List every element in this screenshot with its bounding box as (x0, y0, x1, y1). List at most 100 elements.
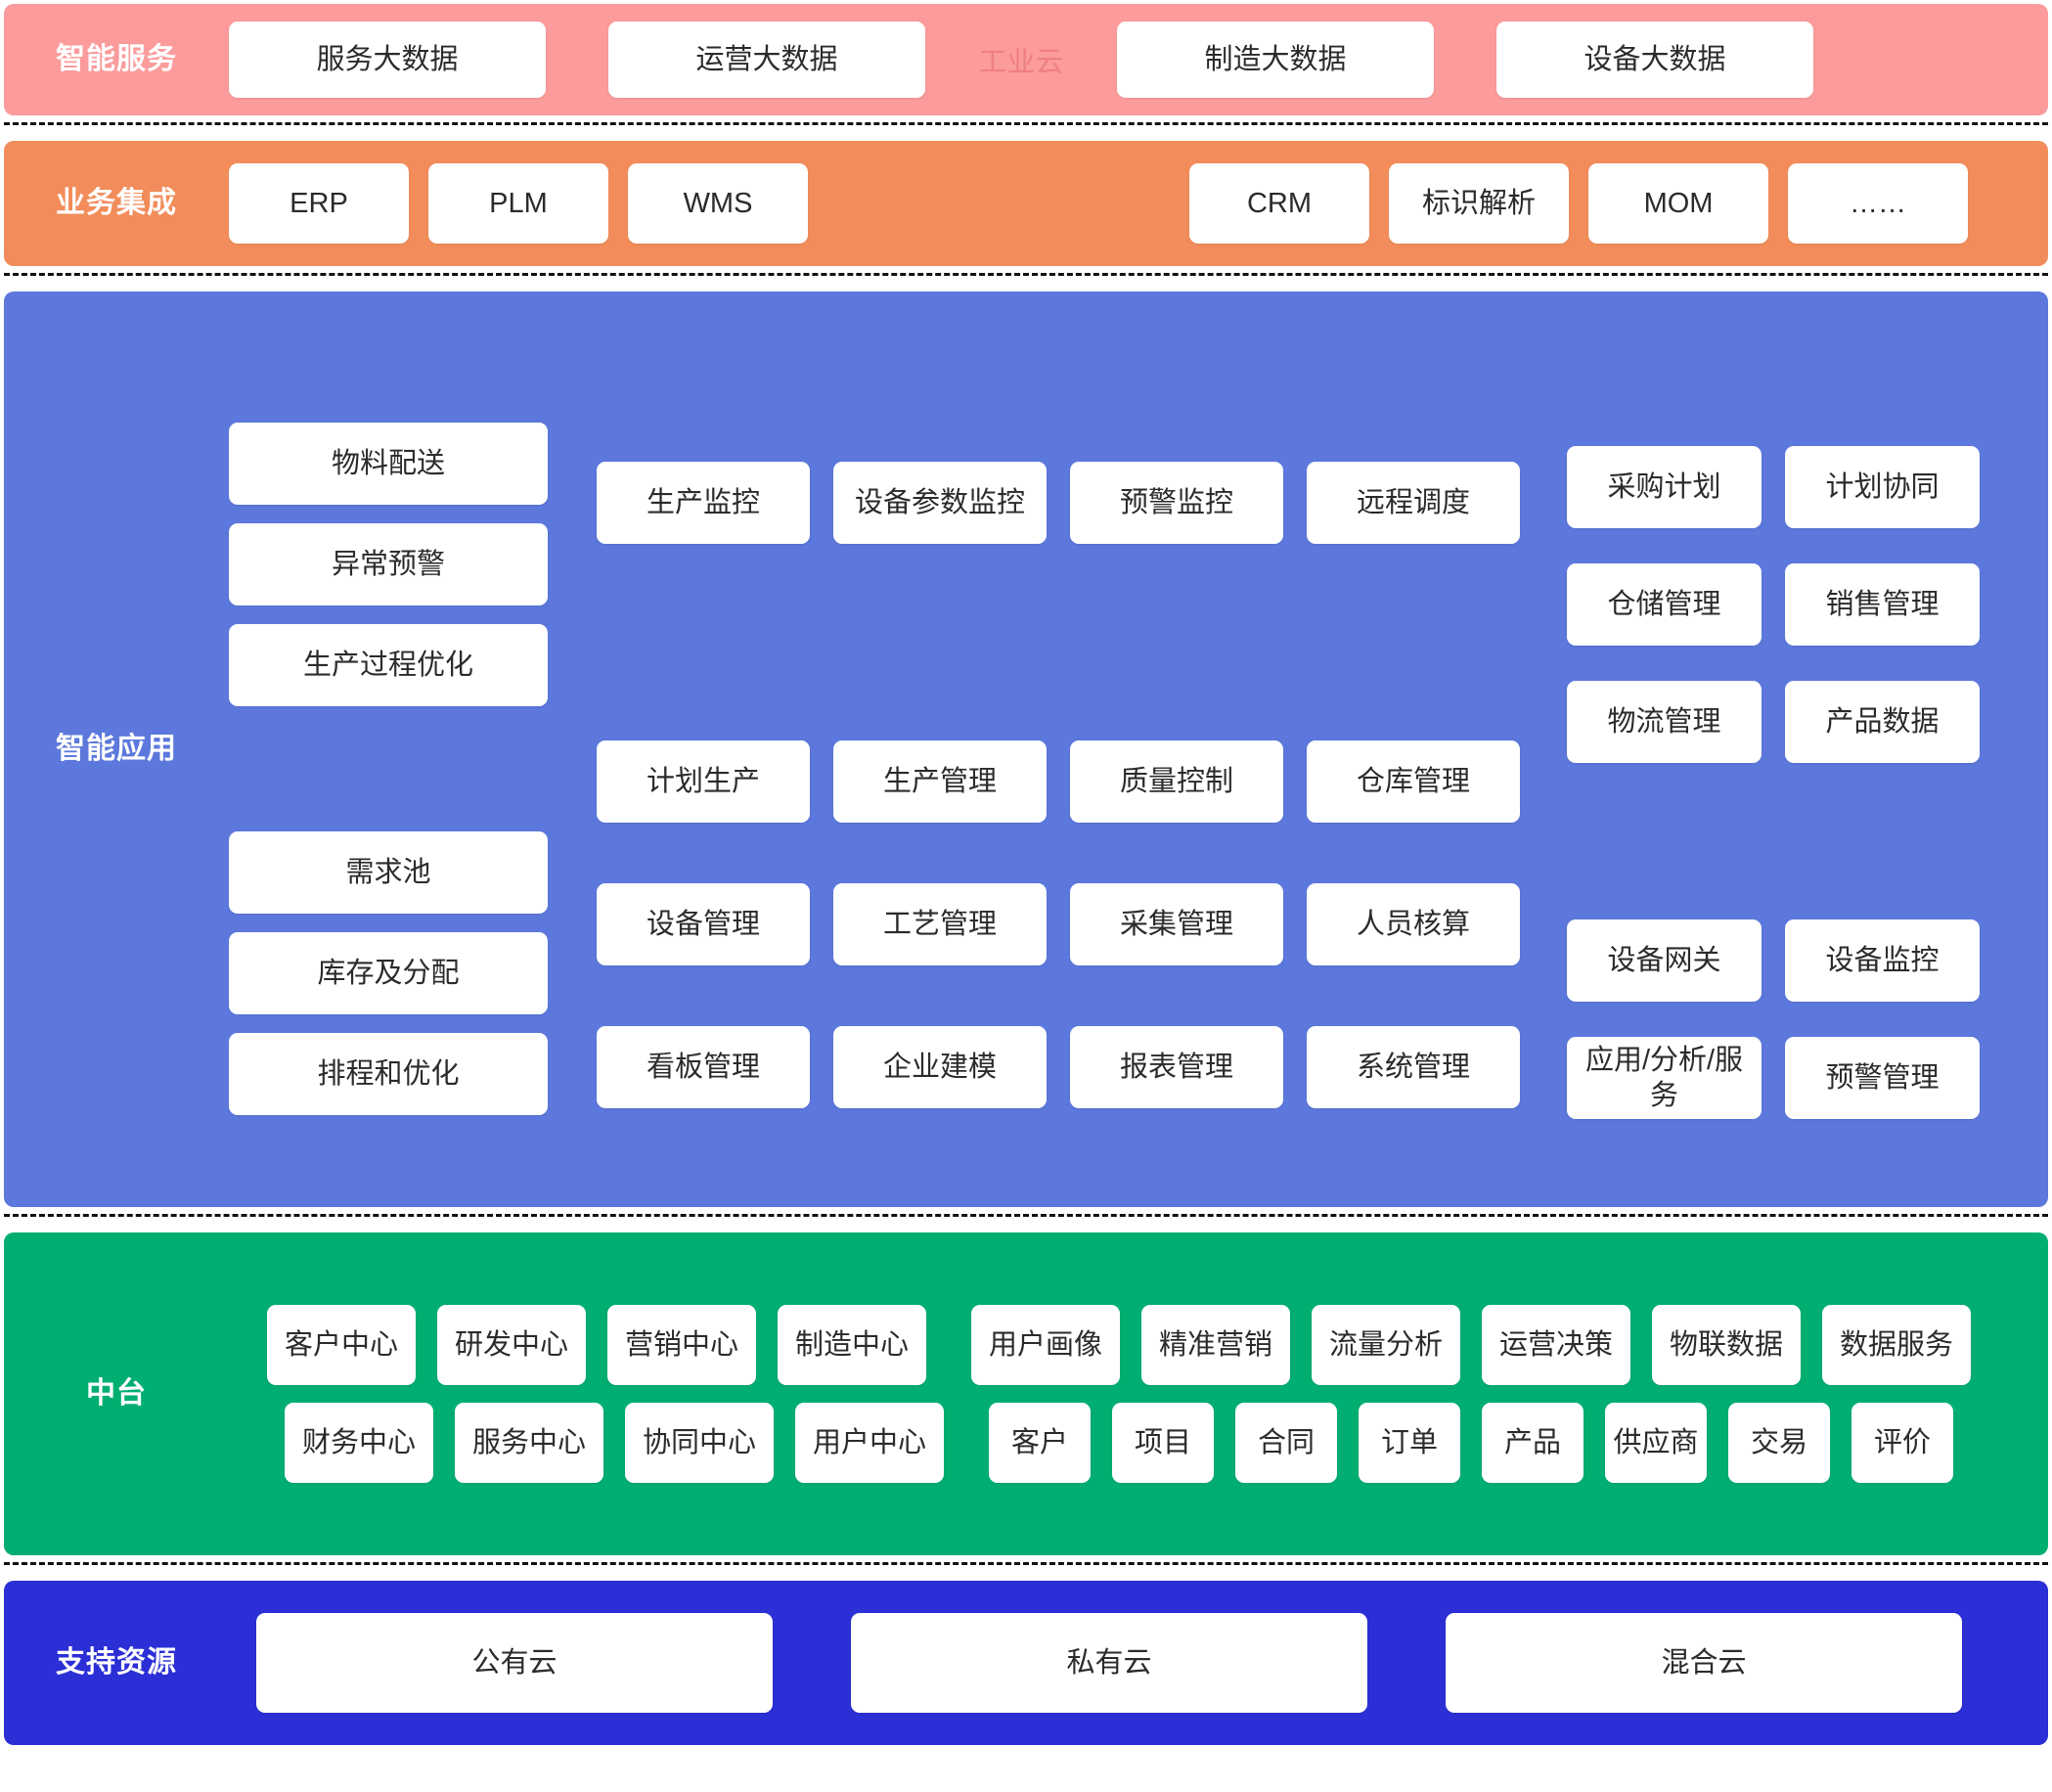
card-warehousing-management[interactable]: 仓储管理 (1567, 563, 1762, 646)
card-planned-production[interactable]: 计划生产 (597, 740, 810, 823)
card-plm[interactable]: PLM (428, 163, 608, 244)
card-production-monitoring[interactable]: 生产监控 (597, 462, 810, 544)
band-body-business-integration: ERP PLM WMS CRM 标识解析 MOM …… (229, 163, 2048, 244)
card-equipment-monitoring[interactable]: 设备监控 (1785, 919, 1980, 1002)
card-finance-center[interactable]: 财务中心 (285, 1403, 433, 1483)
card-report-management[interactable]: 报表管理 (1070, 1026, 1283, 1108)
card-traffic-analysis[interactable]: 流量分析 (1312, 1305, 1460, 1385)
card-entity-product[interactable]: 产品 (1482, 1403, 1584, 1483)
band-body-middle-platform: 客户中心 研发中心 营销中心 制造中心 用户画像 精准营销 流量分析 运营决策 … (229, 1305, 2048, 1483)
spacer (1567, 763, 1980, 919)
card-production-management[interactable]: 生产管理 (833, 740, 1047, 823)
card-production-process-optimization[interactable]: 生产过程优化 (229, 624, 548, 706)
band-label-intelligent-service: 智能服务 (56, 43, 177, 75)
card-product-data[interactable]: 产品数据 (1785, 681, 1980, 763)
middle-platform-row-2: 财务中心 服务中心 协同中心 用户中心 客户 项目 合同 订单 产品 供应商 交… (285, 1403, 1953, 1483)
app-row-equipment: 设备管理 工艺管理 采集管理 人员核算 (597, 883, 1520, 965)
card-service-big-data[interactable]: 服务大数据 (229, 22, 546, 98)
middle-platform-centers-group: 客户中心 研发中心 营销中心 制造中心 (267, 1305, 926, 1385)
card-private-cloud[interactable]: 私有云 (851, 1613, 1367, 1713)
card-alert-monitoring[interactable]: 预警监控 (1070, 462, 1283, 544)
card-plan-collaboration[interactable]: 计划协同 (1785, 446, 1980, 528)
card-entity-customer[interactable]: 客户 (989, 1403, 1091, 1483)
card-entity-contract[interactable]: 合同 (1235, 1403, 1337, 1483)
card-logistics-management[interactable]: 物流管理 (1567, 681, 1762, 763)
card-collaboration-center[interactable]: 协同中心 (625, 1403, 774, 1483)
card-public-cloud[interactable]: 公有云 (256, 1613, 773, 1713)
card-entity-order[interactable]: 订单 (1359, 1403, 1460, 1483)
card-equipment-parameter-monitoring[interactable]: 设备参数监控 (833, 462, 1047, 544)
card-mom[interactable]: MOM (1588, 163, 1768, 244)
spacer (597, 544, 1520, 740)
separator-dashed-4 (4, 1562, 2048, 1574)
card-identity-resolution[interactable]: 标识解析 (1389, 163, 1569, 244)
band-label-middle-platform: 中台 (86, 1377, 147, 1410)
card-entity-project[interactable]: 项目 (1112, 1403, 1214, 1483)
separator-dashed-2 (4, 273, 2048, 285)
card-entity-review[interactable]: 评价 (1851, 1403, 1953, 1483)
app-right-row-5: 应用/分析/服务 预警管理 (1567, 1037, 1980, 1119)
card-manufacturing-big-data[interactable]: 制造大数据 (1117, 22, 1434, 98)
card-user-profile[interactable]: 用户画像 (971, 1305, 1120, 1385)
card-remote-dispatch[interactable]: 远程调度 (1307, 462, 1520, 544)
card-crm[interactable]: CRM (1189, 163, 1369, 244)
card-iot-data[interactable]: 物联数据 (1652, 1305, 1801, 1385)
card-procurement-plan[interactable]: 采购计划 (1567, 446, 1762, 528)
app-column-right: 采购计划 计划协同 仓储管理 销售管理 物流管理 产品数据 设备网关 设备监控 (1520, 303, 1980, 1178)
middle-platform-centers-group-2: 财务中心 服务中心 协同中心 用户中心 (285, 1403, 944, 1483)
spacer (229, 1014, 548, 1033)
app-right-row-2: 仓储管理 销售管理 (1567, 563, 1980, 646)
card-alert-management[interactable]: 预警管理 (1785, 1037, 1980, 1119)
card-operations-decision[interactable]: 运营决策 (1482, 1305, 1630, 1385)
card-service-center[interactable]: 服务中心 (455, 1403, 603, 1483)
card-entity-transaction[interactable]: 交易 (1728, 1403, 1830, 1483)
band-intelligent-application: 智能应用 物料配送 异常预警 生产过程优化 需求池 库存及分配 排程和优化 生产… (4, 291, 2048, 1207)
card-erp[interactable]: ERP (229, 163, 409, 244)
app-row-production: 计划生产 生产管理 质量控制 仓库管理 (597, 740, 1520, 823)
card-demand-pool[interactable]: 需求池 (229, 831, 548, 914)
app-row-kanban: 看板管理 企业建模 报表管理 系统管理 (597, 1026, 1520, 1108)
middle-platform-data-group: 用户画像 精准营销 流量分析 运营决策 物联数据 数据服务 (971, 1305, 1971, 1385)
card-equipment-gateway[interactable]: 设备网关 (1567, 919, 1762, 1002)
card-material-delivery[interactable]: 物料配送 (229, 423, 548, 505)
spacer (597, 965, 1520, 1026)
card-system-management[interactable]: 系统管理 (1307, 1026, 1520, 1108)
card-manufacturing-center[interactable]: 制造中心 (778, 1305, 926, 1385)
card-personnel-accounting[interactable]: 人员核算 (1307, 883, 1520, 965)
card-collection-management[interactable]: 采集管理 (1070, 883, 1283, 965)
card-equipment-big-data[interactable]: 设备大数据 (1496, 22, 1813, 98)
card-hybrid-cloud[interactable]: 混合云 (1446, 1613, 1962, 1713)
card-process-management[interactable]: 工艺管理 (833, 883, 1047, 965)
card-precision-marketing[interactable]: 精准营销 (1141, 1305, 1290, 1385)
card-more[interactable]: …… (1788, 163, 1968, 244)
app-right-row-4: 设备网关 设备监控 (1567, 919, 1980, 1002)
card-application-analysis-service[interactable]: 应用/分析/服务 (1567, 1037, 1762, 1119)
spacer (1567, 1002, 1980, 1037)
card-operations-big-data[interactable]: 运营大数据 (608, 22, 925, 98)
card-equipment-management[interactable]: 设备管理 (597, 883, 810, 965)
card-scheduling-optimization[interactable]: 排程和优化 (229, 1033, 548, 1115)
card-rnd-center[interactable]: 研发中心 (437, 1305, 586, 1385)
card-inventory-allocation[interactable]: 库存及分配 (229, 932, 548, 1014)
app-right-row-3: 物流管理 产品数据 (1567, 681, 1980, 763)
card-customer-center[interactable]: 客户中心 (267, 1305, 416, 1385)
card-marketing-center[interactable]: 营销中心 (607, 1305, 756, 1385)
card-quality-control[interactable]: 质量控制 (1070, 740, 1283, 823)
spacer (229, 605, 548, 624)
app-row-monitoring: 生产监控 设备参数监控 预警监控 远程调度 (597, 462, 1520, 544)
card-exception-alert[interactable]: 异常预警 (229, 523, 548, 605)
card-warehouse-management[interactable]: 仓库管理 (1307, 740, 1520, 823)
separator-dashed-3 (4, 1214, 2048, 1226)
card-sales-management[interactable]: 销售管理 (1785, 563, 1980, 646)
card-kanban-management[interactable]: 看板管理 (597, 1026, 810, 1108)
card-enterprise-modeling[interactable]: 企业建模 (833, 1026, 1047, 1108)
spacer (229, 505, 548, 523)
band-label-business-integration: 业务集成 (56, 187, 177, 219)
card-entity-supplier[interactable]: 供应商 (1605, 1403, 1707, 1483)
card-wms[interactable]: WMS (628, 163, 808, 244)
card-data-service[interactable]: 数据服务 (1822, 1305, 1971, 1385)
band-body-intelligent-application: 物料配送 异常预警 生产过程优化 需求池 库存及分配 排程和优化 生产监控 设备… (229, 291, 2052, 1207)
app-column-left: 物料配送 异常预警 生产过程优化 需求池 库存及分配 排程和优化 (229, 303, 548, 1178)
card-user-center[interactable]: 用户中心 (795, 1403, 944, 1483)
